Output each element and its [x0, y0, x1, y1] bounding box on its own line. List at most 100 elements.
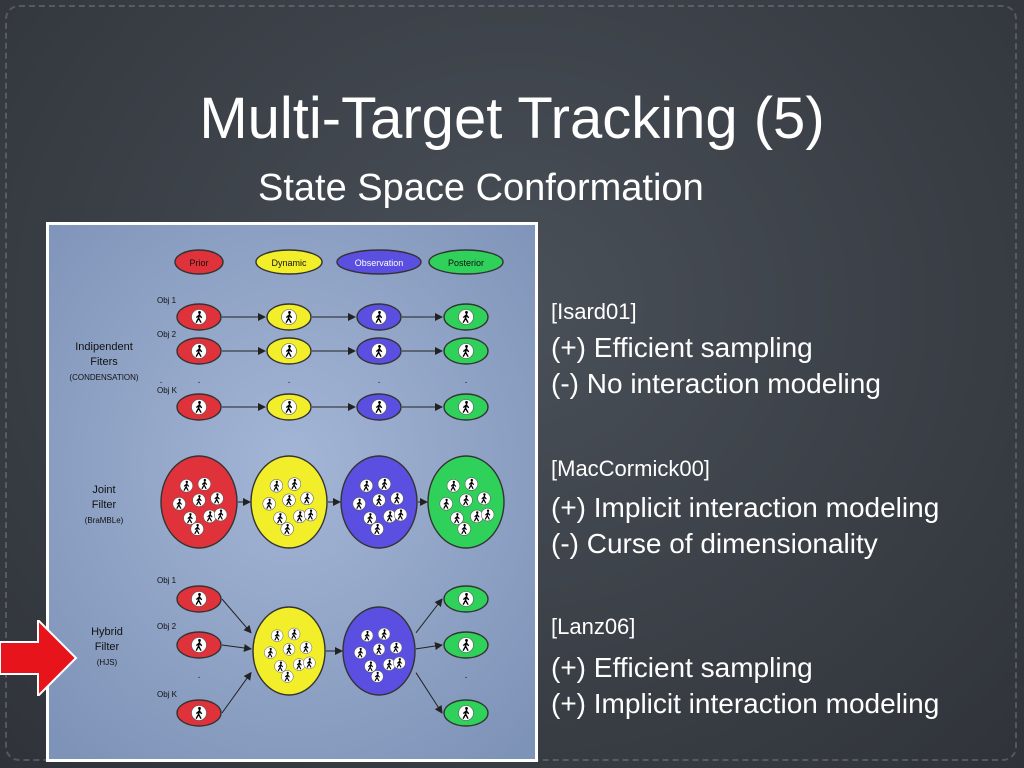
pedestrian-icon: [450, 511, 464, 525]
pill-observation-label: Observation: [355, 258, 404, 268]
pedestrian-icon: [377, 477, 392, 491]
pedestrian-icon: [191, 705, 207, 721]
pedestrian-icon: [172, 497, 186, 511]
ellipsis-dot: ·: [377, 377, 380, 388]
pill-posterior: [428, 249, 504, 275]
pedestrian-icon: [372, 493, 386, 507]
reference-isard: [Isard01] (+) Efficient sampling (-) No …: [551, 298, 881, 402]
pedestrian-icon: [360, 629, 374, 642]
pedestrian-icon: [352, 497, 366, 511]
pedestrian-icon: [192, 493, 206, 507]
pedestrian-icon: [281, 670, 294, 683]
row-label: Obj 2: [157, 622, 177, 631]
pedestrian-icon: [273, 511, 287, 525]
pro-line: (+) Efficient sampling: [551, 332, 813, 363]
con-line: (-) No interaction modeling: [551, 368, 881, 399]
pedestrian-icon: [354, 646, 367, 659]
pedestrian-icon: [280, 522, 294, 536]
ellipsis-dot: ·: [197, 672, 200, 683]
pedestrian-icon: [393, 656, 406, 670]
pill-posterior-label: Posterior: [448, 258, 484, 268]
pedestrian-icon: [191, 637, 207, 653]
flow-arrow: [415, 598, 443, 634]
pedestrian-icon: [370, 522, 384, 536]
pedestrian-icon: [191, 399, 207, 415]
pedestrian-icon: [393, 507, 408, 522]
pedestrian-icon: [269, 479, 284, 493]
pedestrian-icon: [179, 479, 194, 493]
pedestrian-icon: [390, 491, 404, 506]
red-arrow-icon: [0, 620, 78, 696]
pedestrian-icon: [264, 646, 277, 659]
ellipsis-dot: ·: [464, 672, 467, 683]
section-label: Fiters: [90, 356, 118, 368]
row-label: Obj 2: [157, 330, 177, 339]
pedestrian-icon: [458, 637, 474, 653]
pedestrian-icon: [457, 522, 471, 536]
citation-isard01: [Isard01]: [551, 299, 637, 324]
flow-arrow: [415, 672, 443, 714]
pedestrian-icon: [459, 493, 473, 507]
ellipsis-dot: ·: [464, 377, 467, 388]
pedestrian-icon: [281, 399, 297, 415]
ellipsis-dot: ·: [197, 377, 200, 388]
pedestrian-icon: [191, 591, 207, 607]
section-label: Hybrid: [91, 626, 123, 638]
pedestrian-icon: [303, 656, 316, 670]
pedestrian-icon: [371, 670, 384, 683]
pedestrian-icon: [377, 627, 391, 641]
section-label: Joint: [92, 484, 115, 496]
pedestrian-icon: [446, 479, 461, 493]
flow-arrow: [221, 598, 252, 634]
pedestrian-icon: [191, 309, 207, 325]
pedestrian-icon: [480, 507, 495, 522]
section-label: Filter: [92, 499, 117, 511]
pedestrian-icon: [303, 507, 318, 522]
pedestrian-icon: [282, 643, 296, 656]
pedestrian-icon: [458, 309, 474, 325]
pedestrian-icon: [299, 641, 313, 654]
row-label: Obj 1: [157, 576, 177, 585]
flow-arrow: [221, 644, 252, 652]
pedestrian-icon: [371, 309, 387, 325]
pedestrian-icon: [183, 511, 197, 525]
ellipsis-dot: ·: [287, 377, 290, 388]
pedestrian-icon: [371, 399, 387, 415]
pedestrian-icon: [213, 507, 228, 522]
pro-line: (+) Efficient sampling: [551, 652, 813, 683]
pedestrian-icon: [300, 491, 314, 506]
pedestrian-icon: [359, 479, 374, 493]
citation-lanz06: [Lanz06]: [551, 614, 636, 639]
pedestrian-icon: [281, 309, 297, 325]
pedestrian-icon: [281, 343, 297, 359]
pedestrian-icon: [458, 399, 474, 415]
pill-prior: [174, 249, 224, 275]
pedestrian-icon: [477, 491, 491, 506]
pedestrian-icon: [470, 509, 484, 524]
pedestrian-icon: [190, 522, 204, 536]
con-line: (-) Curse of dimensionality: [551, 528, 878, 559]
pedestrian-icon: [191, 343, 207, 359]
pedestrian-icon: [371, 343, 387, 359]
flow-arrow: [415, 642, 443, 650]
pedestrian-icon: [364, 660, 377, 673]
reference-lanz: [Lanz06] (+) Efficient sampling (+) Impl…: [551, 613, 939, 722]
reference-maccormick: [MacCormick00] (+) Implicit interaction …: [551, 455, 939, 562]
pedestrian-icon: [458, 343, 474, 359]
ellipsis-dot: ·: [159, 377, 162, 388]
pedestrian-icon: [287, 627, 301, 641]
pro-line-2: (+) Implicit interaction modeling: [551, 688, 940, 719]
pedestrian-icon: [464, 477, 479, 491]
section-label: Indipendent: [75, 341, 133, 353]
pedestrian-icon: [389, 641, 403, 654]
pedestrian-icon: [287, 477, 302, 491]
pedestrian-icon: [372, 643, 386, 656]
flow-arrow: [221, 671, 252, 714]
pedestrian-icon: [262, 497, 276, 511]
pedestrian-icon: [282, 493, 296, 507]
pill-prior-label: Prior: [189, 258, 208, 268]
pill-observation: [336, 249, 422, 275]
row-label: Obj K: [157, 386, 178, 395]
